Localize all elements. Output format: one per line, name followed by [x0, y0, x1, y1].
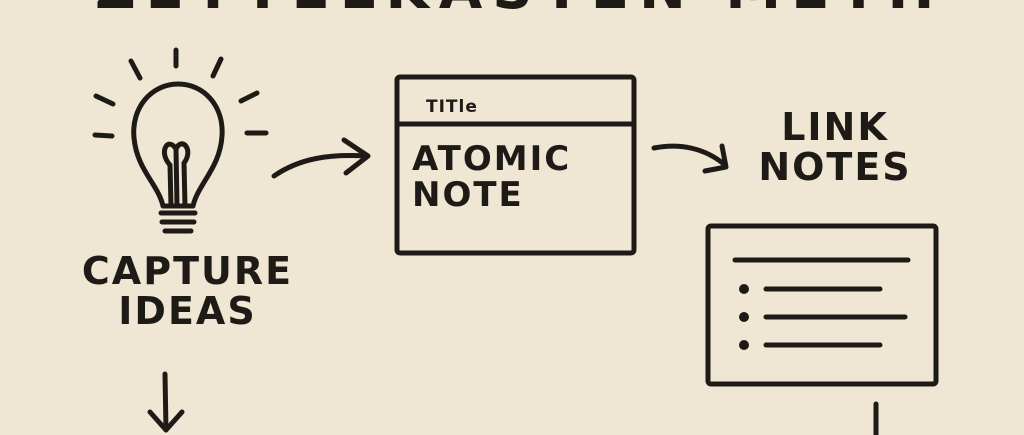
note-card-icon	[394, 74, 637, 256]
arrow-icon	[271, 137, 371, 179]
atomic-note-label: ATOMIC NOTE	[412, 139, 592, 215]
arrow-icon	[651, 143, 729, 174]
label-line: LINK	[781, 105, 889, 149]
lightbulb-icon	[92, 47, 269, 234]
note-title-tab: TITle	[426, 97, 478, 117]
bulleted-list-icon	[705, 223, 939, 387]
capture-ideas-label: CAPTURE IDEAS	[70, 249, 305, 333]
label-line: IDEAS	[118, 288, 257, 333]
link-notes-label: LINK NOTES	[745, 105, 925, 189]
label-line: NOTE	[412, 174, 524, 215]
label-line: CAPTURE	[81, 249, 294, 293]
down-arrow-icon	[147, 371, 185, 433]
diagram-title: ZETTELKASTEN METHOD	[95, 0, 935, 18]
label-line: ATOMIC	[412, 139, 572, 179]
label-line: NOTES	[758, 144, 912, 189]
